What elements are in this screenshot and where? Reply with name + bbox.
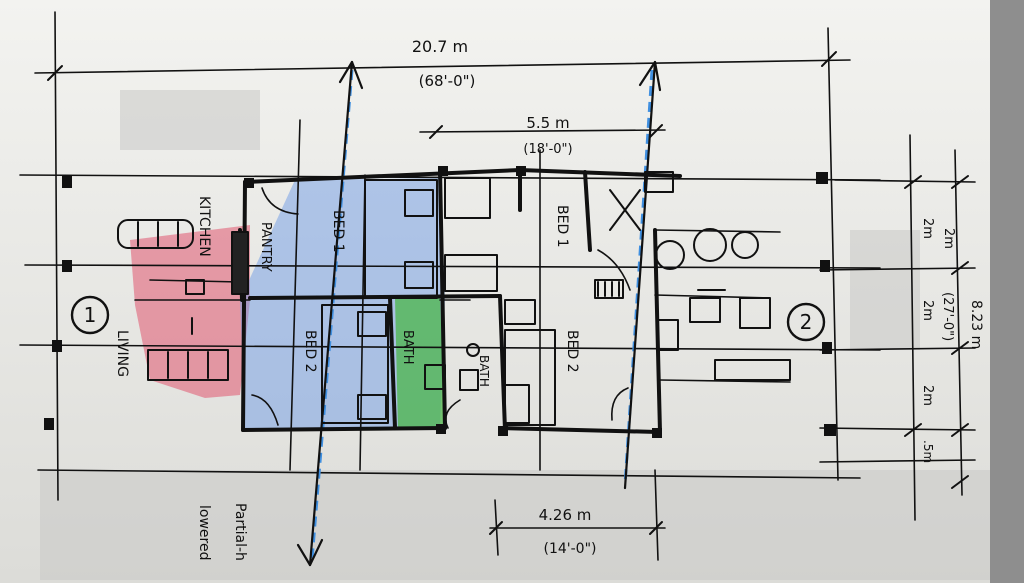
structural-columns [44,166,836,438]
door-swings [251,187,631,429]
underlay-shadow [40,90,990,580]
room-label-living: LIVING [114,330,130,377]
unit-marker-1-label: 1 [84,303,97,327]
module-c-label: 2m [920,385,935,406]
bath-fixtures [424,299,536,391]
module-d-label: 2m [941,228,956,249]
dimension-lines [19,11,976,561]
bay-bottom-imperial: (14'-0") [544,541,597,557]
partial-wall-note: Partial-h [232,503,248,561]
bay-bottom-label: 4.26 m [539,506,592,524]
section-arrows [296,60,662,567]
room-label-bed-1-right: BED 1 [554,205,570,248]
module-a-label: 2m [920,218,935,239]
bay-top-label: 5.5 m [526,114,569,132]
module-e-label: .5m [921,440,935,463]
room-label-bath-left: BATH [400,330,415,365]
room-label-bed-2-left: BED 2 [302,330,318,373]
unit-marker-1: 1 [70,295,110,335]
bedroom-furniture-left [321,177,498,424]
room-label-bath-right: BATH [477,355,491,387]
room-label-kitchen: KITCHEN [196,196,212,257]
depth-label: 8.23 m [968,300,984,349]
lowered-note: lowered [196,505,212,560]
unit-marker-2-label: 2 [800,310,813,334]
background-strip [990,0,1024,583]
kitchen-furniture [117,219,249,381]
overall-width-label: 20.7 m [412,37,468,56]
dimension-ticks [47,51,969,535]
bath-color-wash [395,298,445,430]
unit-marker-2: 2 [786,302,826,342]
bay-top-imperial: (18'-0") [523,142,572,157]
overall-width-imperial: (68'-0") [419,72,476,90]
room-label-bed-1: BED 1 [330,210,346,253]
right-unit-furniture [504,171,791,426]
depth-imperial: (27'-0") [940,292,955,341]
room-label-pantry: PANTRY [258,222,273,272]
module-b-label: 2m [920,300,935,321]
kitchen-color-wash [130,225,250,398]
room-label-bed-2-right: BED 2 [564,330,580,373]
